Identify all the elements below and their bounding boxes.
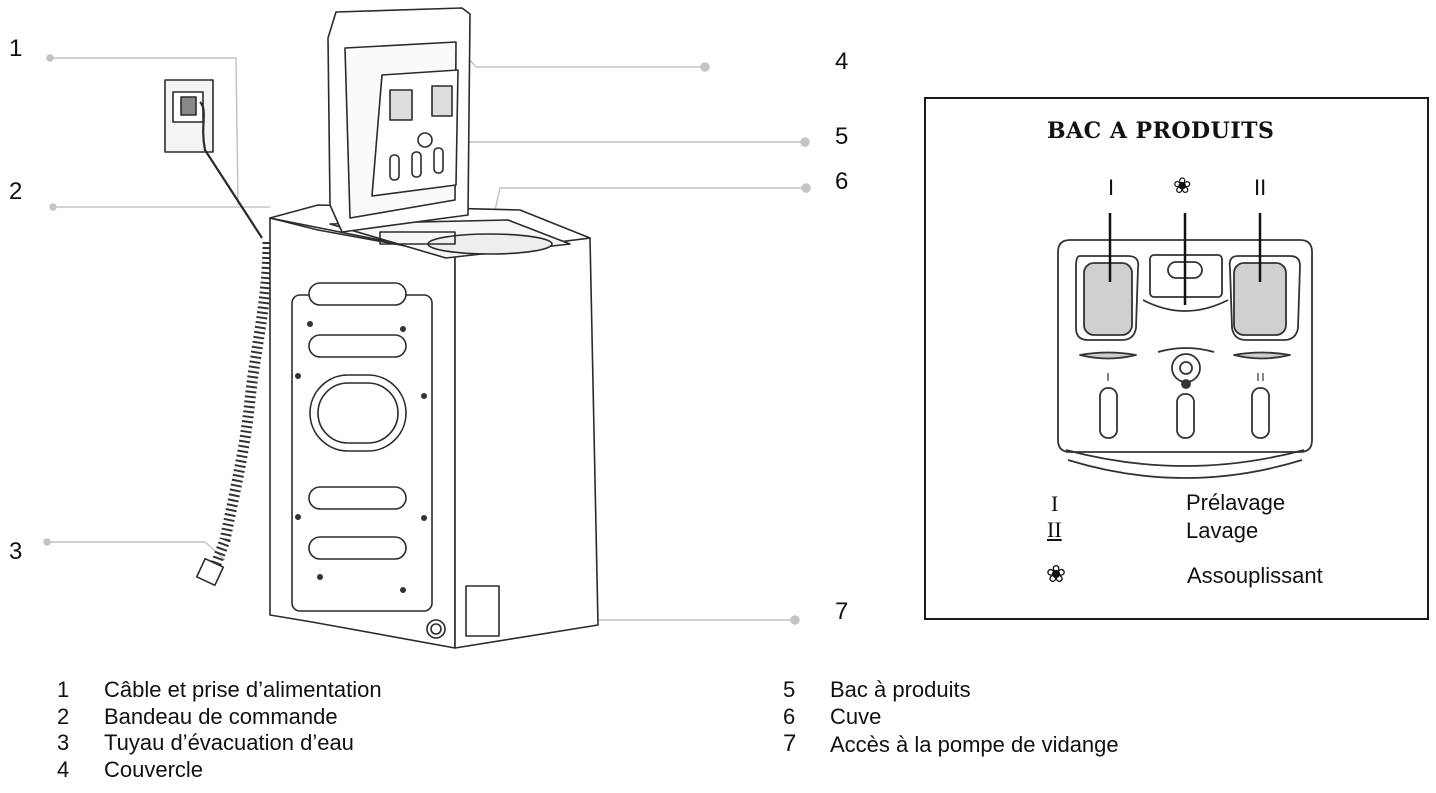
- compartment-mark-i: I: [1108, 175, 1115, 200]
- power-cable: [199, 101, 263, 239]
- callout-7: 7: [835, 598, 849, 625]
- key-symbol-i: I: [1051, 491, 1059, 516]
- legend-number: 4: [57, 757, 70, 782]
- legend-text: Tuyau d’évacuation d’eau: [104, 730, 354, 755]
- drain-hose: [206, 241, 274, 577]
- legend-number: 2: [57, 704, 70, 729]
- legend-number: 5: [783, 677, 796, 702]
- legend-text: Bac à produits: [830, 677, 971, 702]
- key-symbol-ii: II: [1047, 517, 1062, 542]
- callout-6: 6: [835, 168, 849, 195]
- legend-number: 6: [783, 704, 796, 729]
- legend-number: 3: [57, 730, 70, 755]
- legend-number: 1: [57, 677, 70, 702]
- legend-number: 7: [783, 730, 797, 757]
- legend-text: Accès à la pompe de vidange: [830, 732, 1119, 757]
- legend-text: Couvercle: [104, 757, 204, 782]
- callout-1: 1: [9, 35, 23, 62]
- callout-3: 3: [9, 538, 23, 565]
- legend-text: Cuve: [830, 704, 882, 729]
- bac-title: BAC A PRODUITS: [1047, 118, 1275, 144]
- callout-2: 2: [9, 178, 23, 205]
- flower-icon: ❀: [1173, 173, 1192, 198]
- wall-socket: [164, 79, 214, 153]
- leader-lines: [43, 54, 811, 625]
- key-label-lavage: Lavage: [1186, 518, 1259, 543]
- callout-5: 5: [835, 123, 849, 150]
- key-label-prelavage: Prélavage: [1186, 490, 1286, 515]
- legend-text: Câble et prise d’alimentation: [104, 677, 382, 702]
- bac-a-produits-panel: [924, 97, 1429, 620]
- compartment-mark-ii: II: [1254, 175, 1267, 200]
- key-label-assouplissant: Assouplissant: [1187, 563, 1323, 588]
- softener-flower-icon: ❀: [1046, 562, 1067, 588]
- callout-4: 4: [835, 48, 849, 75]
- legend-text: Bandeau de commande: [104, 704, 338, 729]
- lid-dispenser: [371, 69, 459, 245]
